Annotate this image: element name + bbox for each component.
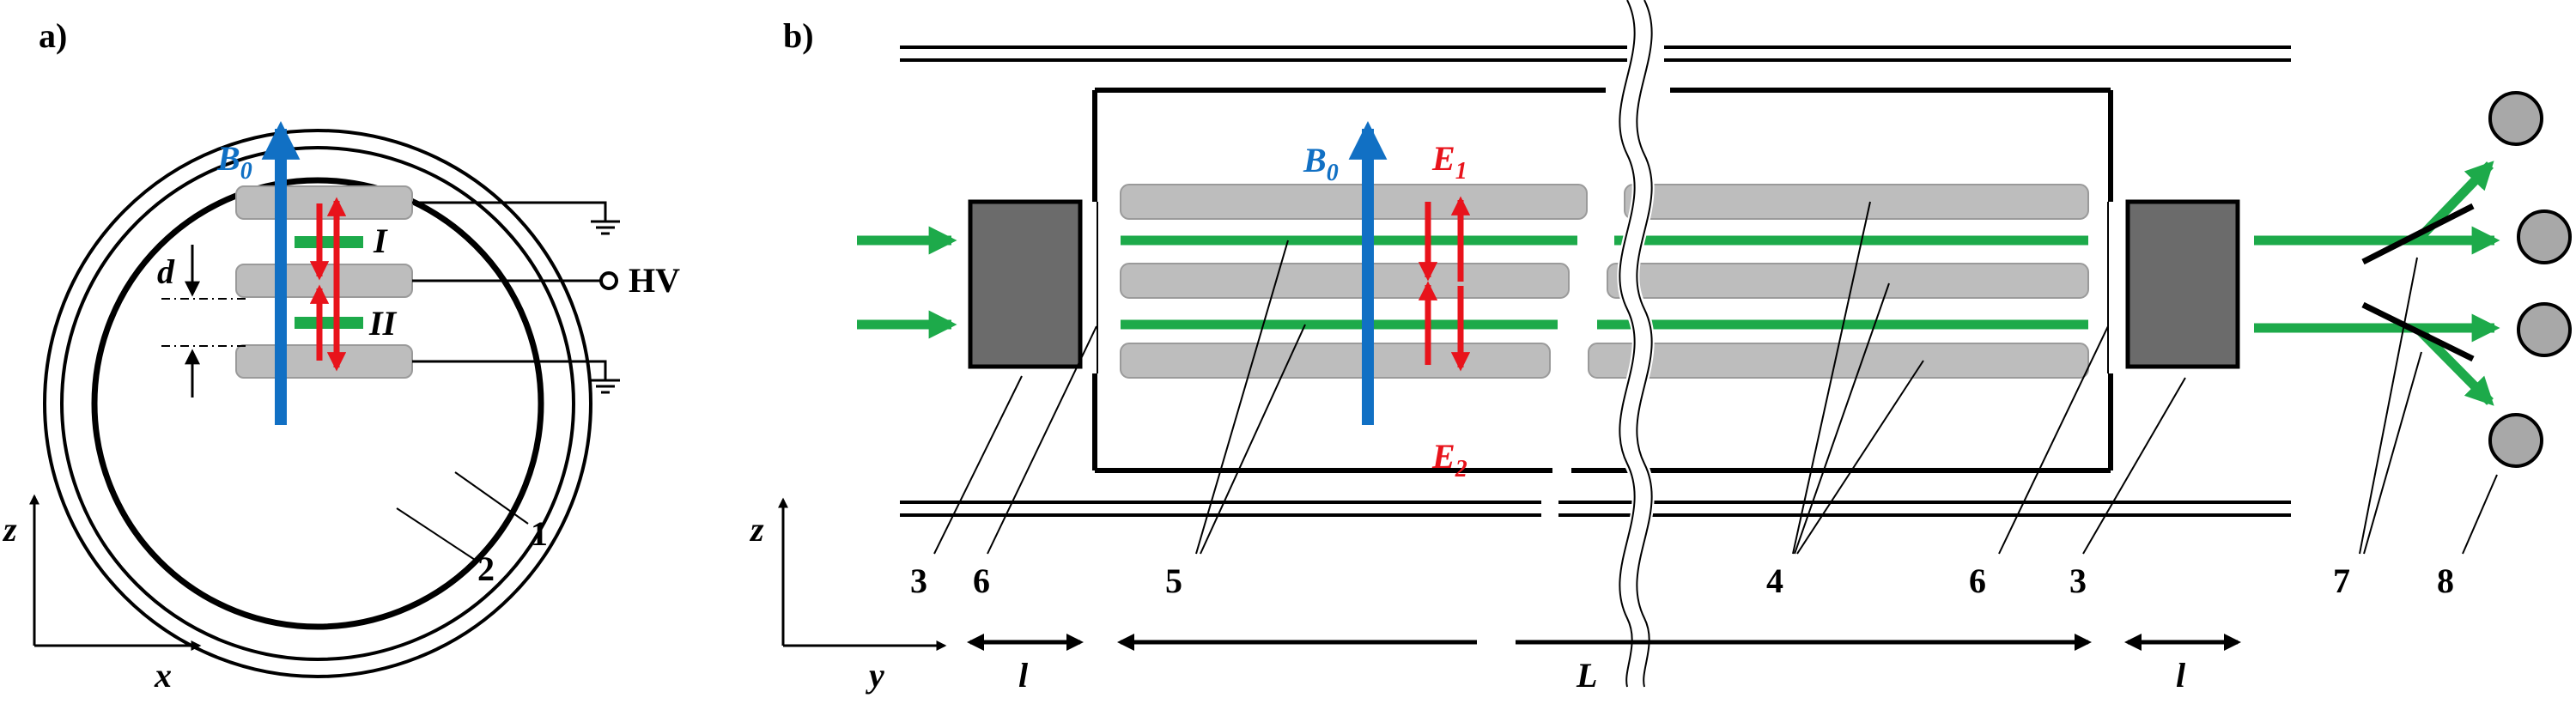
callout-6-left: 6 bbox=[973, 561, 990, 600]
callout-3-right: 3 bbox=[2069, 561, 2087, 600]
ground-wire-top bbox=[412, 201, 607, 222]
block-left bbox=[968, 199, 1083, 369]
field-label-a: B0 bbox=[216, 139, 252, 185]
region-I-label: I bbox=[373, 222, 388, 260]
terminal-icon bbox=[599, 271, 618, 290]
inner-box bbox=[1092, 88, 2113, 473]
outer-shield bbox=[900, 46, 2291, 517]
callout-4: 4 bbox=[1766, 561, 1783, 600]
detector-icon bbox=[2488, 91, 2543, 146]
break-mask bbox=[1617, 0, 1655, 690]
ground-icon bbox=[591, 379, 620, 394]
rod-top-right bbox=[1624, 184, 2089, 220]
detector-icon bbox=[2488, 413, 2543, 468]
dim-label-l-right: l bbox=[2176, 656, 2186, 695]
leader-2 bbox=[396, 507, 476, 561]
panel-a: a) B0 I II d bbox=[2, 16, 680, 695]
vacuum-chamber-wall bbox=[91, 177, 544, 630]
detector-icon bbox=[2517, 209, 2572, 264]
break-line-right bbox=[1636, 0, 1653, 688]
leader-1 bbox=[454, 471, 529, 525]
e1-label: E1 bbox=[1431, 139, 1467, 185]
panel-b: b) bbox=[749, 0, 2572, 695]
rod-bottom-left bbox=[1120, 343, 1551, 379]
x-label-a: x bbox=[154, 656, 172, 695]
z-label-a: z bbox=[2, 510, 17, 549]
z-label-b: z bbox=[749, 510, 764, 549]
ground-wire-bottom bbox=[412, 360, 607, 380]
hv-label: HV bbox=[629, 261, 680, 300]
panel-a-label: a) bbox=[39, 16, 67, 55]
e2-label: E2 bbox=[1431, 437, 1467, 482]
callout-5: 5 bbox=[1165, 561, 1182, 600]
callout-3-left: 3 bbox=[910, 561, 927, 600]
panel-b-label: b) bbox=[783, 16, 814, 55]
field-label-b: B0 bbox=[1303, 141, 1339, 186]
detector-icon bbox=[2517, 302, 2572, 357]
spacing-label: d bbox=[157, 252, 175, 291]
leader-lines bbox=[933, 201, 2498, 555]
break-line-left bbox=[1619, 0, 1636, 688]
electrode-middle bbox=[235, 264, 413, 298]
rod-middle-left bbox=[1120, 263, 1570, 299]
part-2-label: 2 bbox=[477, 549, 495, 588]
deflector-upper bbox=[2361, 203, 2475, 265]
callout-6-right: 6 bbox=[1969, 561, 1986, 600]
inner-ring-1 bbox=[60, 146, 575, 661]
ground-icon bbox=[591, 220, 620, 235]
rod-top-left bbox=[1120, 184, 1588, 220]
outer-ring-2 bbox=[43, 129, 592, 678]
beam-II bbox=[295, 317, 363, 329]
rod-middle-right bbox=[1607, 263, 2089, 299]
electrode-bottom bbox=[235, 344, 413, 379]
dim-label-L: L bbox=[1576, 656, 1597, 695]
callout-7: 7 bbox=[2333, 561, 2350, 600]
region-II-label: II bbox=[368, 304, 398, 343]
beam-I bbox=[295, 236, 363, 248]
block-right bbox=[2125, 199, 2240, 369]
dim-label-l-left: l bbox=[1018, 656, 1029, 695]
deflector-lower bbox=[2361, 301, 2475, 362]
part-1-label: 1 bbox=[531, 514, 548, 553]
callout-8: 8 bbox=[2437, 561, 2454, 600]
electrode-top bbox=[235, 185, 413, 220]
y-label-b: y bbox=[866, 656, 884, 695]
